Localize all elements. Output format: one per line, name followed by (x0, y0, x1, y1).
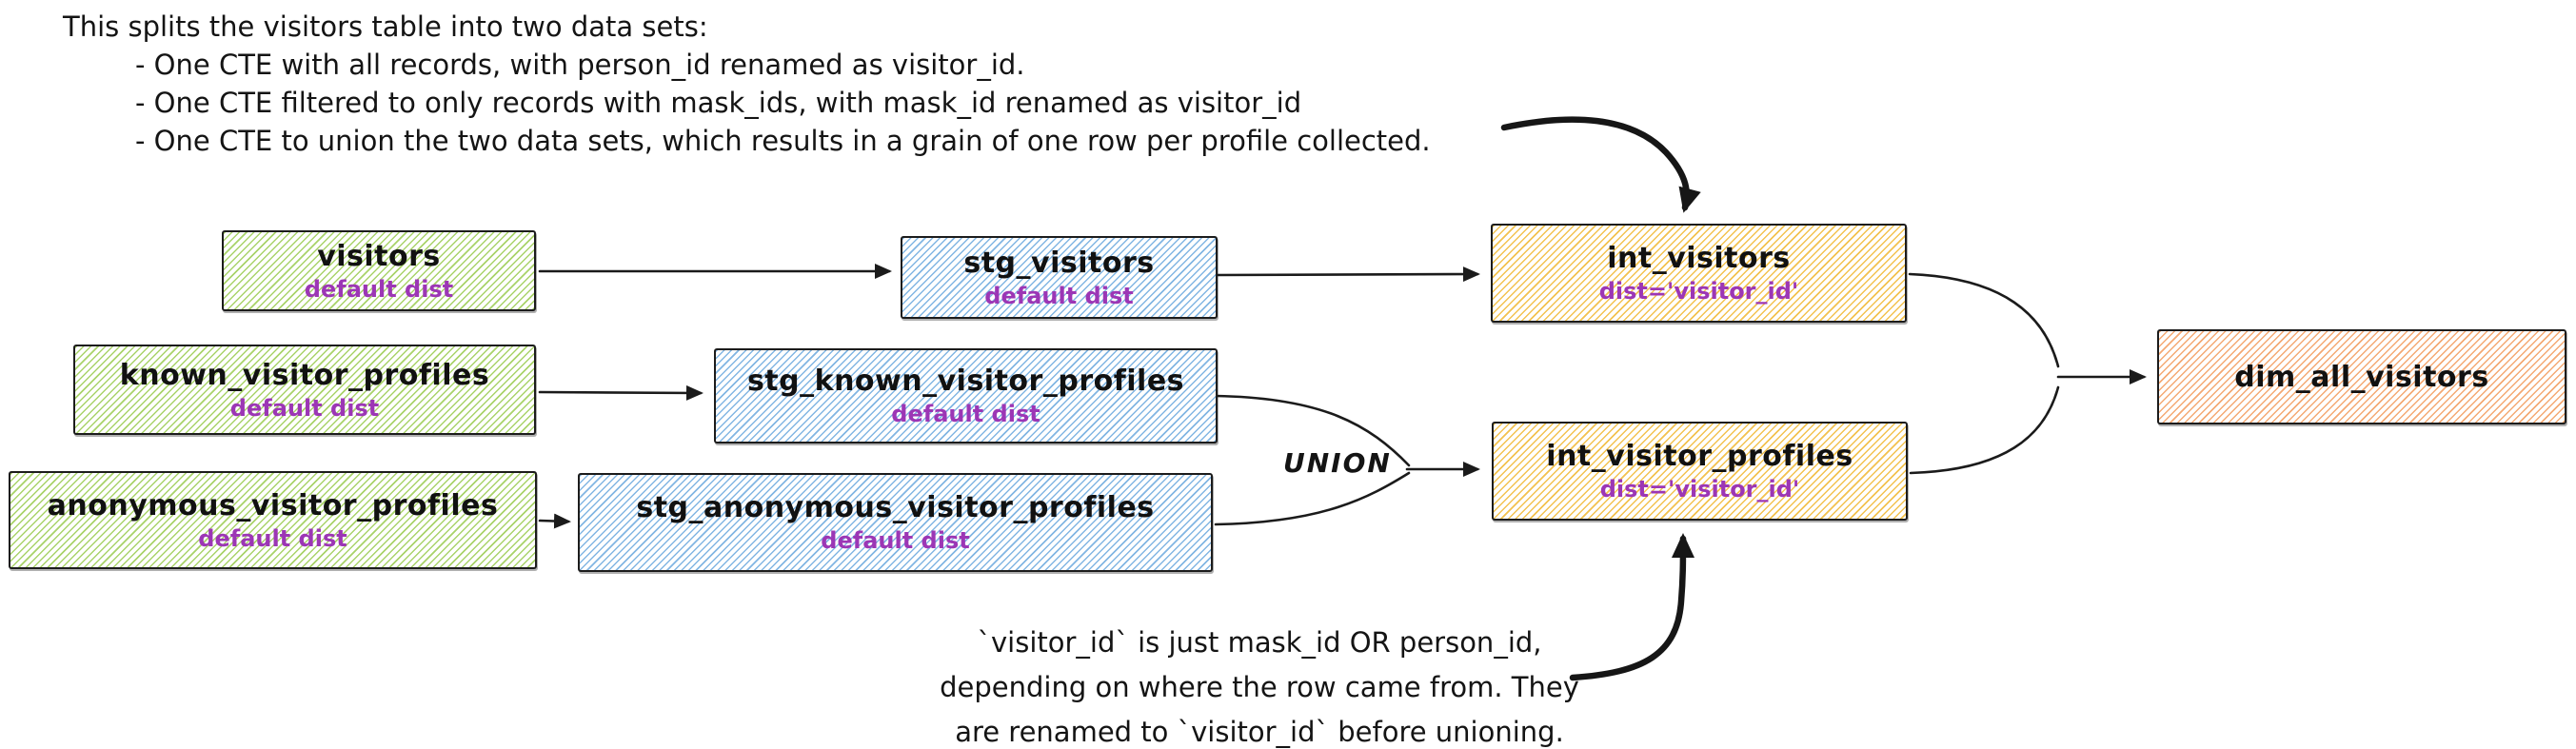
node-stg-anonymous-visitor-profiles-title: stg_anonymous_visitor_profiles (636, 491, 1155, 524)
bottom-note-line-2: depending on where the row came from. Th… (940, 671, 1579, 703)
node-known-visitor-profiles-title: known_visitor_profiles (119, 358, 490, 392)
node-stg-visitors-subtitle: default dist (984, 282, 1134, 309)
node-known-visitor-profiles-subtitle: default dist (229, 394, 380, 422)
edge-known-to-stg-known (538, 384, 703, 401)
node-stg-known-visitor-profiles-subtitle: default dist (891, 401, 1040, 427)
edge-stg-anonymous-to-union (1214, 471, 1411, 526)
node-int-visitor-profiles-title: int_visitor_profiles (1546, 440, 1853, 473)
node-anonymous-visitor-profiles-title: anonymous_visitor_profiles (47, 488, 499, 522)
top-note-bullet-2: - One CTE filtered to only records with … (135, 87, 1302, 119)
top-note-intro: This splits the visitors table into two … (63, 10, 708, 43)
bottom-note-line-1: `visitor_id` is just mask_id OR person_i… (977, 626, 1542, 659)
node-stg-known-visitor-profiles[interactable]: stg_known_visitor_profiles default dist (714, 348, 1218, 443)
node-anonymous-visitor-profiles[interactable]: anonymous_visitor_profiles default dist (9, 471, 537, 569)
node-stg-anonymous-visitor-profiles[interactable]: stg_anonymous_visitor_profiles default d… (578, 473, 1213, 572)
node-int-visitors-title: int_visitors (1607, 242, 1791, 275)
node-known-visitor-profiles[interactable]: known_visitor_profiles default dist (73, 345, 536, 435)
top-note-bullet-3: - One CTE to union the two data sets, wh… (135, 125, 1431, 157)
node-stg-visitors[interactable]: stg_visitors default dist (901, 236, 1218, 319)
node-dim-all-visitors[interactable]: dim_all_visitors (2157, 329, 2566, 424)
union-label: UNION (1283, 447, 1392, 479)
edge-int-visitors-to-merge (1908, 272, 2060, 368)
node-stg-known-visitor-profiles-title: stg_known_visitor_profiles (746, 365, 1185, 398)
node-int-visitor-profiles[interactable]: int_visitor_profiles dist='visitor_id' (1492, 422, 1908, 521)
node-visitors-subtitle: default dist (304, 275, 454, 303)
top-note: This splits the visitors table into two … (63, 8, 1431, 160)
node-int-visitors[interactable]: int_visitors dist='visitor_id' (1491, 224, 1907, 323)
edge-int-visitor-profiles-to-merge (1909, 385, 2060, 475)
node-anonymous-visitor-profiles-subtitle: default dist (198, 524, 347, 552)
node-visitors-title: visitors (317, 239, 441, 273)
node-stg-visitors-title: stg_visitors (963, 246, 1155, 280)
bottom-note-line-3: are renamed to `visitor_id` before union… (955, 716, 1564, 748)
edge-stg-visitors-to-int-visitors (1215, 266, 1480, 283)
top-note-bullet-1: - One CTE with all records, with person_… (135, 49, 1025, 81)
arrow-top-note-to-int-visitors (1500, 116, 1701, 213)
node-visitors[interactable]: visitors default dist (222, 230, 536, 311)
bottom-note: `visitor_id` is just mask_id OR person_i… (921, 621, 1597, 749)
node-stg-anonymous-visitor-profiles-subtitle: default dist (821, 527, 970, 554)
node-dim-all-visitors-title: dim_all_visitors (2234, 360, 2489, 394)
node-int-visitor-profiles-subtitle: dist='visitor_id' (1599, 476, 1800, 503)
node-int-visitors-subtitle: dist='visitor_id' (1598, 278, 1799, 305)
edge-anonymous-to-stg-anonymous (538, 513, 571, 529)
